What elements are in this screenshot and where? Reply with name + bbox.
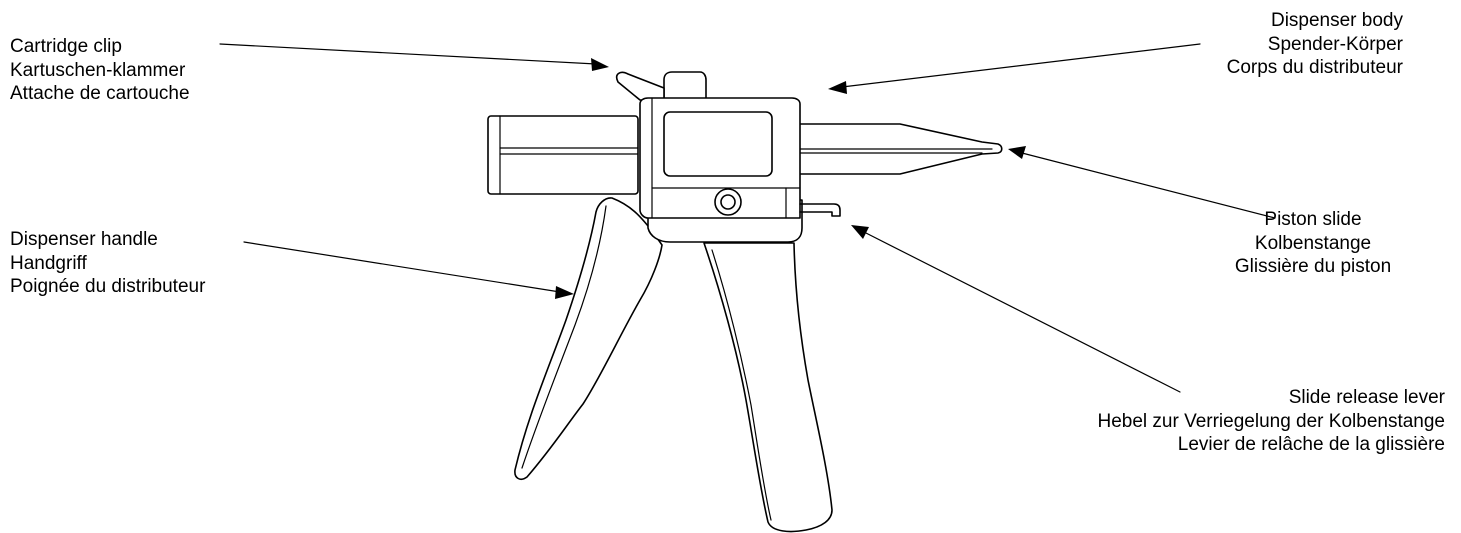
label-dispenser-body-fr: Corps du distributeur: [1226, 57, 1403, 78]
leader-dispenser-handle: [243, 241, 574, 299]
label-dispenser-handle-en: Dispenser handle: [10, 229, 158, 250]
label-slide-release-lever: Slide release lever Hebel zur Verriegelu…: [1097, 386, 1445, 457]
label-cartridge-clip-en: Cartridge clip: [10, 36, 122, 57]
dispenser-lever-shape: [703, 242, 833, 533]
dispenser-body-shape: [639, 97, 801, 219]
leader-cartridge-clip: [219, 43, 609, 71]
label-cartridge-clip-fr: Attache de cartouche: [10, 83, 190, 104]
label-piston-slide-de: Kolbenstange: [1254, 232, 1372, 254]
label-piston-slide-en: Piston slide: [1264, 209, 1362, 230]
label-dispenser-handle-de: Handgriff: [10, 252, 87, 274]
leader-slide-release-lever: [851, 225, 1181, 393]
label-piston-slide: Piston slide Kolbenstange Glissière du p…: [1198, 208, 1428, 279]
label-dispenser-body-de: Spender-Körper: [1267, 33, 1403, 55]
piston-slide-shape: [791, 123, 1003, 175]
label-cartridge-clip-de: Kartuschen-klammer: [10, 59, 186, 81]
leader-piston-slide: [1008, 146, 1276, 219]
rear-barrel-shape: [487, 115, 639, 195]
label-dispenser-handle: Dispenser handle Handgriff Poignée du di…: [10, 228, 205, 299]
dispenser-handle-shape: [514, 197, 663, 480]
cartridge-clip-shape: [615, 71, 707, 101]
label-cartridge-clip: Cartridge clip Kartuschen-klammer Attach…: [10, 35, 190, 106]
label-dispenser-handle-fr: Poignée du distributeur: [10, 276, 206, 297]
label-slide-release-lever-de: Hebel zur Verriegelung der Kolbenstange: [1097, 410, 1445, 432]
label-slide-release-lever-en: Slide release lever: [1288, 387, 1445, 408]
label-dispenser-body-en: Dispenser body: [1270, 10, 1403, 31]
label-piston-slide-fr: Glissière du piston: [1234, 256, 1392, 277]
label-dispenser-body: Dispenser body Spender-Körper Corps du d…: [1227, 9, 1403, 80]
slide-release-lever-shape: [799, 203, 841, 217]
label-slide-release-lever-fr: Levier de relâche de la glissière: [1177, 434, 1445, 455]
leader-dispenser-body: [828, 43, 1201, 94]
